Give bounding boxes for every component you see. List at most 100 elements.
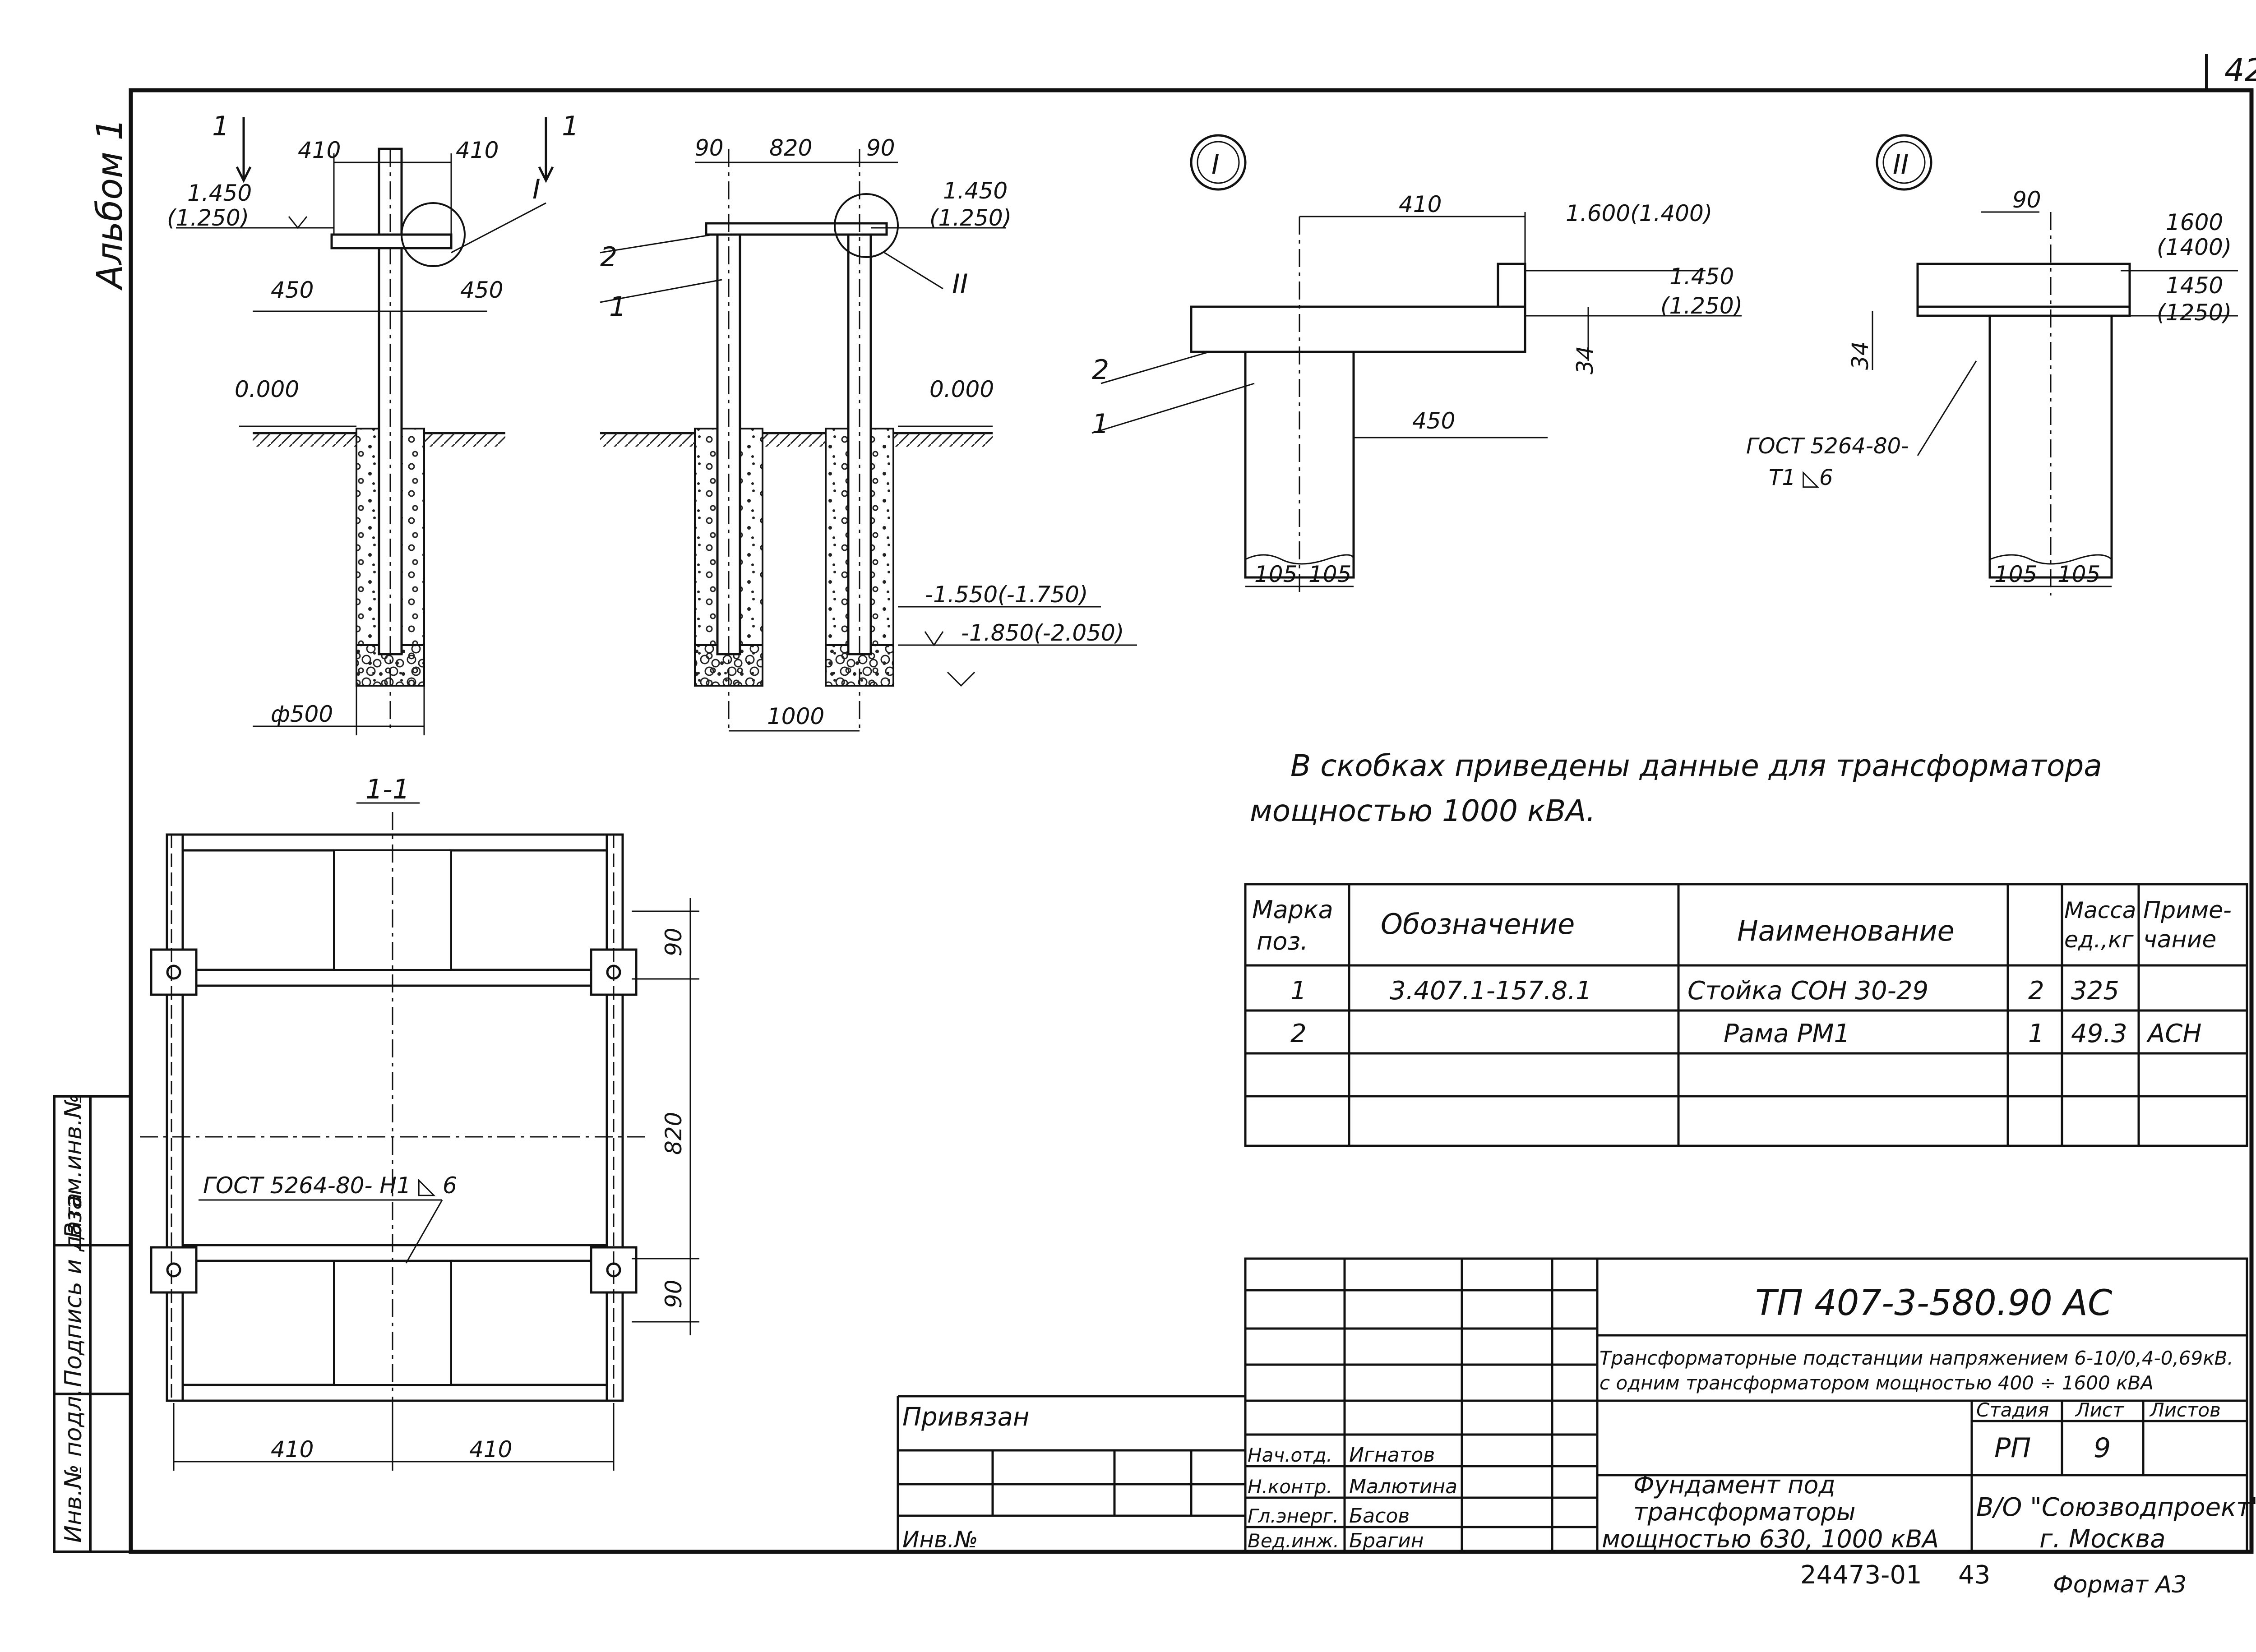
drawing-label: Игнатов <box>1349 1444 1435 1467</box>
drawing-label: Марка <box>1252 895 1333 924</box>
drawing-label: Лист <box>2075 1399 2124 1421</box>
drawing-label: Приме- <box>2143 897 2232 924</box>
table-cell: 3.407.1-157.8.1 <box>1390 976 1592 1006</box>
drawing-label: ГОСТ 5264-80- Н1 ◺ 6 <box>203 1172 457 1199</box>
drawing-label: Трансформаторные подстанции напряжением … <box>1600 1347 2233 1369</box>
drawing-label: г. Москва <box>2039 1524 2166 1554</box>
title-block <box>897 1257 2248 1553</box>
drawing-label: 450 <box>271 277 314 303</box>
drawing-label: 90 <box>661 1279 687 1308</box>
drawing-label: 410 <box>271 1436 314 1463</box>
drawing-label: 1 <box>609 291 626 323</box>
table-cell: 2 <box>1290 1019 1307 1048</box>
title-block-text: ТП 407-3-580.90 АС Трансформаторные подс… <box>902 1283 2256 1598</box>
drawing-label: Нач.отд. <box>1248 1444 1332 1466</box>
drawing-label: Гл.энерг. <box>1248 1505 1339 1527</box>
drawing-label: 0.000 <box>929 376 994 402</box>
drawing-label: Брагин <box>1349 1529 1424 1552</box>
detail-II <box>1872 134 2238 595</box>
plan-view <box>140 802 699 1471</box>
drawing-label: Т1 ◺6 <box>1769 465 1833 490</box>
drawing-label: 90 <box>695 135 724 161</box>
drawing-code: ТП 407-3-580.90 АС <box>1755 1283 2113 1324</box>
drawing-label: -1.850(-2.050) <box>961 620 1124 646</box>
table-cell: 1 <box>2028 1019 2044 1048</box>
drawing-label: 1 <box>1092 408 1109 440</box>
drawing-label: 410 <box>456 137 499 163</box>
drawing-label: Басов <box>1349 1504 1410 1527</box>
drawing-label: 1.450 <box>1669 263 1734 290</box>
drawing-label: 1.450 <box>943 178 1008 204</box>
drawing-label: Стадия <box>1976 1399 2049 1421</box>
drawing-label: мощностью 630, 1000 кВА <box>1602 1525 1939 1553</box>
table-cell: 2 <box>2028 976 2044 1006</box>
detail-I-labels: I 410 1.600(1.400) 1.450 (1.250) 34 450 … <box>1092 149 1743 587</box>
drawing-label: II <box>1893 149 1909 180</box>
drawing-label: ед.,кг <box>2064 927 2134 953</box>
note-line-1: В скобках приведены данные для трансформ… <box>1290 748 2102 783</box>
drawing-label: Вед.инж. <box>1248 1530 1339 1552</box>
side-stamp-sign: Подпись и дата <box>60 1193 87 1387</box>
drawing-label: 410 <box>298 137 341 163</box>
drawing-label: 1.450 <box>187 180 252 206</box>
drawing-label: ГОСТ 5264-80- <box>1746 434 1909 459</box>
drawing-label: 410 <box>1399 191 1442 217</box>
drawing-label: II <box>952 268 968 300</box>
drawing-label: 2 <box>600 241 617 273</box>
drawing-label: Н.контр. <box>1248 1476 1332 1498</box>
table-cell: 325 <box>2071 976 2119 1006</box>
drawing-label: I <box>1211 149 1220 180</box>
note-line-2: мощностью 1000 кВА. <box>1250 794 1595 828</box>
drawing-label: В/О "Союзводпроект" <box>1976 1493 2256 1522</box>
drawing-label: 2 <box>1092 354 1109 386</box>
table-cell: АСН <box>2146 1019 2202 1048</box>
drawing-label: РП <box>1994 1432 2031 1464</box>
page-number: 42 <box>2224 52 2256 89</box>
drawing-label: 105 <box>1308 561 1351 587</box>
table-cell: 1 <box>1290 976 1307 1006</box>
drawing-label: (1400) <box>2157 234 2232 260</box>
drawing-label: 90 <box>661 928 687 956</box>
drawing-label: 105 <box>1254 561 1297 587</box>
side-stamp-inv: Инв.№ подл. <box>60 1389 87 1543</box>
drawing-label: Наименование <box>1737 914 1955 947</box>
drawing-label: (1.250) <box>929 205 1012 231</box>
album-label: Альбом 1 <box>90 118 130 291</box>
side-stamp-replace: Взам.инв.№ <box>60 1094 87 1238</box>
drawing-label: 43 <box>1958 1560 1990 1590</box>
drawing-label: с одним трансформатором мощностью 400 ÷ … <box>1600 1372 2154 1394</box>
drawing-label: Инв.№ <box>902 1527 978 1553</box>
table-cell: Рама РМ1 <box>1724 1019 1850 1048</box>
drawing-label: 34 <box>1847 341 1873 370</box>
drawing-label: 105 <box>2057 561 2100 587</box>
drawing-label: Формат А3 <box>2053 1571 2187 1598</box>
drawing-label: 1450 <box>2166 272 2223 299</box>
detail-II-labels: II 90 1600 (1400) 1450 (1250) 34 ГОСТ 52… <box>1746 149 2232 587</box>
drawing-label: чание <box>2143 926 2216 953</box>
drawing-label: I <box>532 174 541 205</box>
elevation-labels: 1 1 410 410 1.450 (1.250) 450 450 I 0.00… <box>167 111 1124 729</box>
drawing-label: поз. <box>1257 927 1308 955</box>
spec-table <box>1244 883 2248 1147</box>
table-cell: Стойка СОН 30-29 <box>1687 976 1928 1006</box>
drawing-label: Фундамент под <box>1633 1471 1835 1499</box>
drawing-label: 9 <box>2094 1432 2111 1464</box>
drawing-label: (1.250) <box>1660 293 1743 319</box>
drawing-label: Масса <box>2064 897 2136 923</box>
drawing-label: трансформаторы <box>1633 1498 1856 1526</box>
drawing-label: (1250) <box>2157 300 2232 326</box>
section-arrow-label: 1 <box>562 111 579 142</box>
drawing-label: 90 <box>866 135 895 161</box>
side-stamp <box>53 1095 132 1553</box>
drawing-label: 820 <box>661 1112 687 1155</box>
drawing-label: 1000 <box>767 703 824 729</box>
spec-table-text: Марка поз. Обозначение Наименование Масс… <box>1252 895 2232 1048</box>
elevation-view <box>176 117 1137 735</box>
plan-view-labels: 1-1 90 820 90 ГОСТ 5264-80- Н1 ◺ 6 410 4… <box>203 774 687 1463</box>
drawing-label: 0.000 <box>235 376 299 402</box>
section-title: 1-1 <box>365 774 410 805</box>
drawing-label: 820 <box>769 135 812 161</box>
drawing-label: 34 <box>1572 346 1598 374</box>
drawing-label: Привязан <box>902 1403 1029 1432</box>
